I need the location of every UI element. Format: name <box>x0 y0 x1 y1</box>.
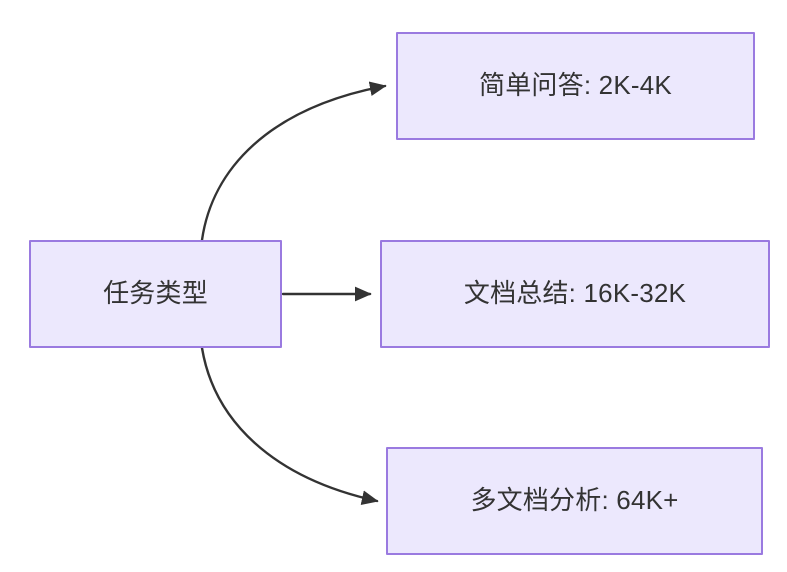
node-simple-qa[interactable]: 简单问答: 2K-4K <box>396 32 755 140</box>
node-task-type[interactable]: 任务类型 <box>29 240 282 348</box>
node-doc-summary-label: 文档总结: 16K-32K <box>463 278 687 309</box>
edge-source-to-simple-qa <box>200 81 387 242</box>
node-multi-doc-analysis[interactable]: 多文档分析: 64K+ <box>386 447 763 555</box>
node-doc-summary[interactable]: 文档总结: 16K-32K <box>380 240 770 348</box>
edge-source-to-multi-doc <box>200 346 379 505</box>
node-simple-qa-label: 简单问答: 2K-4K <box>479 70 672 101</box>
node-multi-doc-analysis-label: 多文档分析: 64K+ <box>470 485 679 516</box>
node-task-type-label: 任务类型 <box>103 278 208 309</box>
